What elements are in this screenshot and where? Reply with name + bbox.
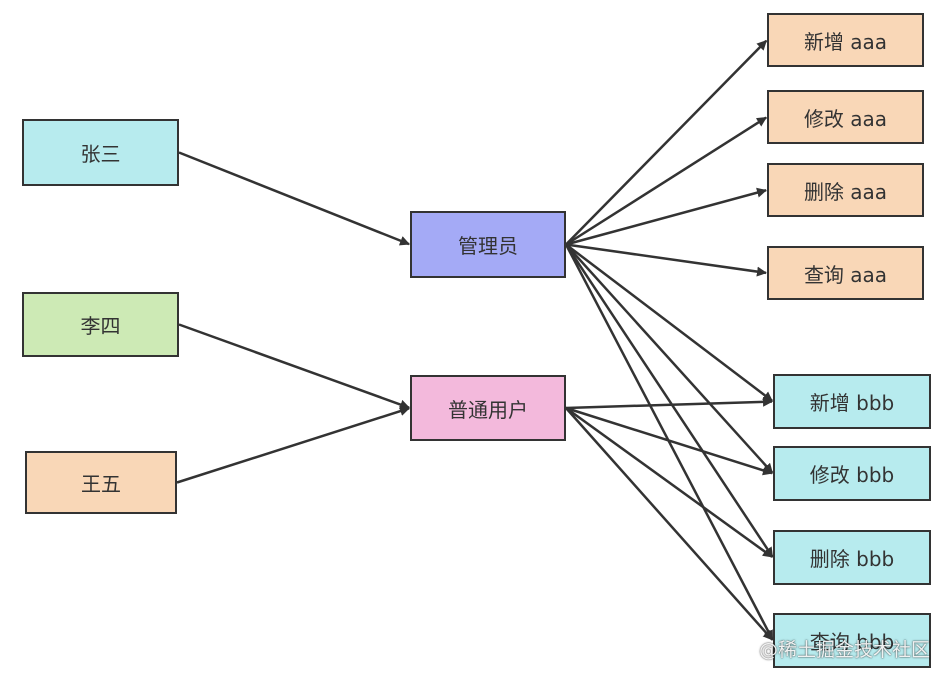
edge-normal-to-edit_bbb	[565, 406, 773, 476]
permission-node-edit-bbb: 修改 bbb	[773, 446, 931, 501]
permission-node-query-bbb: 查询 bbb	[773, 613, 931, 668]
permission-node-edit-aaa: 修改 aaa	[767, 90, 924, 144]
permission-node-delete-aaa: 删除 aaa	[767, 163, 924, 217]
permission-node-add-aaa: 新增 aaa	[767, 13, 924, 67]
edge-admin-to-edit_aaa	[565, 116, 768, 246]
edge-wangwu-to-normal	[176, 406, 411, 484]
role-node-admin: 管理员	[410, 211, 566, 278]
watermark: @稀土掘金技术社区	[758, 639, 930, 661]
user-node-zhangsan: 张三	[22, 119, 179, 186]
edge-admin-to-edit_bbb	[565, 243, 774, 474]
edge-admin-to-del_aaa	[565, 187, 768, 246]
edge-lisi-to-normal	[178, 323, 410, 410]
edge-admin-to-query_bbb	[564, 243, 774, 641]
user-node-wangwu: 王五	[25, 451, 177, 514]
permission-node-delete-bbb: 删除 bbb	[773, 530, 931, 585]
role-node-normal-user: 普通用户	[410, 375, 566, 441]
edge-admin-to-add_bbb	[565, 243, 774, 402]
edge-zhangsan-to-admin	[178, 151, 411, 246]
permission-node-add-bbb: 新增 bbb	[773, 374, 931, 429]
edge-admin-to-del_bbb	[564, 243, 774, 558]
edge-normal-to-add_bbb	[565, 396, 773, 410]
user-node-lisi: 李四	[22, 292, 179, 357]
edge-admin-to-add_aaa	[565, 39, 768, 246]
permission-node-query-aaa: 查询 aaa	[767, 246, 924, 300]
edge-admin-to-query_aaa	[565, 243, 767, 277]
edge-normal-to-query_bbb	[565, 407, 774, 641]
edge-normal-to-del_bbb	[565, 406, 774, 558]
